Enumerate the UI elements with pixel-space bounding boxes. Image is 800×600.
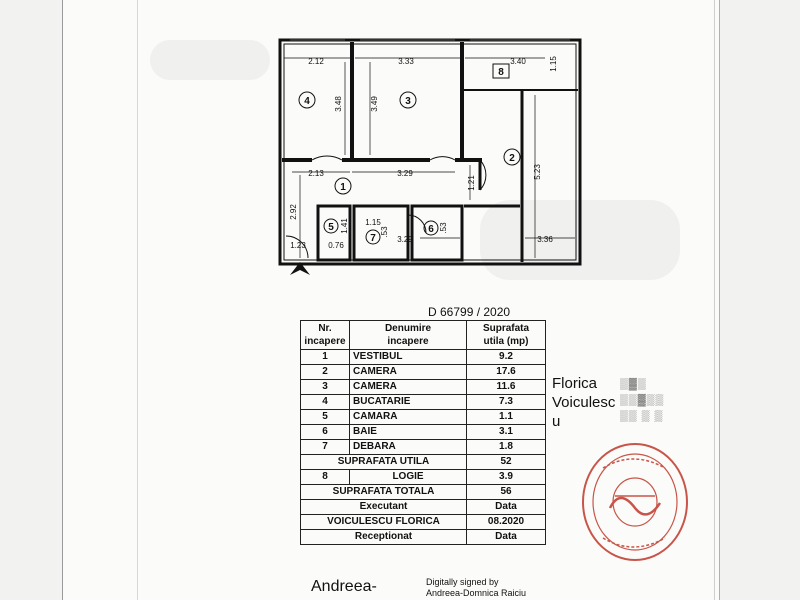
row-nr: 3: [300, 379, 350, 395]
dim-label: 5.23: [533, 164, 542, 180]
dim-label: 1.41: [340, 218, 349, 234]
row-nr: 2: [300, 364, 350, 380]
dim-label: 3.48: [334, 96, 343, 112]
room-number: 7: [370, 233, 376, 244]
receptionat-label: Receptionat: [300, 529, 467, 545]
total-area-value: 56: [466, 484, 546, 500]
rooms-table: Nr. incapere Denumire incapere Suprafata ut…: [300, 320, 546, 545]
dim-label: .53: [439, 222, 448, 234]
room-number: 6: [428, 224, 434, 235]
row-name: CAMERA: [349, 364, 467, 380]
room-number: 8: [498, 67, 504, 78]
signature-blurred-text: ▒▓▒▒▒▓▒▒▒▒ ▒ ▒: [620, 378, 665, 422]
dim-label: 3.33: [398, 57, 414, 66]
data-label: Data: [466, 499, 546, 515]
useful-area-value: 52: [466, 454, 546, 470]
row-name: DEBARA: [349, 439, 467, 455]
row-area: 17.6: [466, 364, 546, 380]
row-name: LOGIE: [349, 469, 467, 485]
dim-label: 3.36: [537, 235, 553, 244]
executant-label: Executant: [300, 499, 467, 515]
signature-name: Florica Voiculesc u: [552, 374, 632, 431]
row-area: 9.2: [466, 349, 546, 365]
row-nr: 4: [300, 394, 350, 410]
dim-label: 3.49: [370, 96, 379, 112]
dim-label: 2.12: [308, 57, 324, 66]
dim-label: 1.23: [290, 241, 306, 250]
row-name: CAMARA: [349, 409, 467, 425]
dim-label: 3.29: [397, 235, 413, 244]
table-header-row: Nr. incapere Denumire incapere Suprafata ut…: [300, 320, 546, 350]
dim-label: 1.15: [549, 56, 558, 72]
room-number: 4: [304, 96, 310, 107]
header-nr-2: incapere: [304, 336, 346, 347]
row-area: 11.6: [466, 379, 546, 395]
margin-line-left: [137, 0, 138, 600]
row-name: BAIE: [349, 424, 467, 440]
row-area: 3.9: [466, 469, 546, 485]
row-nr: 5: [300, 409, 350, 425]
scan-smudge: [150, 40, 270, 80]
header-area: Suprafata: [482, 323, 530, 334]
header-area-2: utila (mp): [483, 336, 529, 347]
digital-signature-line: Andreea-Domnica Raiciu: [426, 588, 527, 598]
dim-label: 1.15: [365, 218, 381, 227]
signature-line: Florica: [552, 375, 598, 392]
row-name: BUCATARIE: [349, 394, 467, 410]
dim-label: 2.92: [289, 204, 298, 220]
header-name-2: incapere: [387, 336, 429, 347]
useful-area-label: SUPRAFATA UTILA: [300, 454, 467, 470]
total-area-label: SUPRAFATA TOTALA: [300, 484, 467, 500]
row-nr: 1: [300, 349, 350, 365]
executant-date: 08.2020: [466, 514, 546, 530]
floor-plan: 2.12 3.33 3.40 1.15 3.48 3.49 5.23 2.13 …: [278, 38, 582, 275]
margin-line-right: [714, 0, 715, 600]
row-nr: 7: [300, 439, 350, 455]
data-label: Data: [466, 529, 546, 545]
row-nr: 8: [300, 469, 350, 485]
dim-label: .53: [380, 226, 389, 238]
room-number: 1: [340, 182, 346, 193]
row-area: 7.3: [466, 394, 546, 410]
red-stamp-seal: [582, 443, 688, 561]
document-number: D 66799 / 2020: [428, 305, 511, 319]
row-name: CAMERA: [349, 379, 467, 395]
room-number: 5: [328, 222, 334, 233]
digital-signature-line: Digitally signed by: [426, 577, 499, 587]
digital-signature-note: Digitally signed by Andreea-Domnica Raic…: [426, 577, 526, 599]
dim-label: 3.29: [397, 169, 413, 178]
signature-line: u: [552, 413, 561, 430]
room-number: 2: [509, 153, 515, 164]
dim-label: 1.21: [467, 175, 476, 191]
header-nr: Nr.: [318, 323, 332, 334]
row-area: 3.1: [466, 424, 546, 440]
row-area: 1.1: [466, 409, 546, 425]
dim-label: 3.40: [510, 57, 526, 66]
signature-line: Voiculesc: [552, 394, 616, 411]
dim-label: 0.76: [328, 241, 344, 250]
row-nr: 6: [300, 424, 350, 440]
room-number: 3: [405, 96, 411, 107]
entry-arrow-icon: [290, 262, 310, 275]
executant-name: VOICULESCU FLORICA: [300, 514, 467, 530]
row-area: 1.8: [466, 439, 546, 455]
row-name: VESTIBUL: [349, 349, 467, 365]
header-name: Denumire: [384, 323, 432, 334]
signer-name: Andreea-: [311, 578, 377, 595]
dim-label: 2.13: [308, 169, 324, 178]
